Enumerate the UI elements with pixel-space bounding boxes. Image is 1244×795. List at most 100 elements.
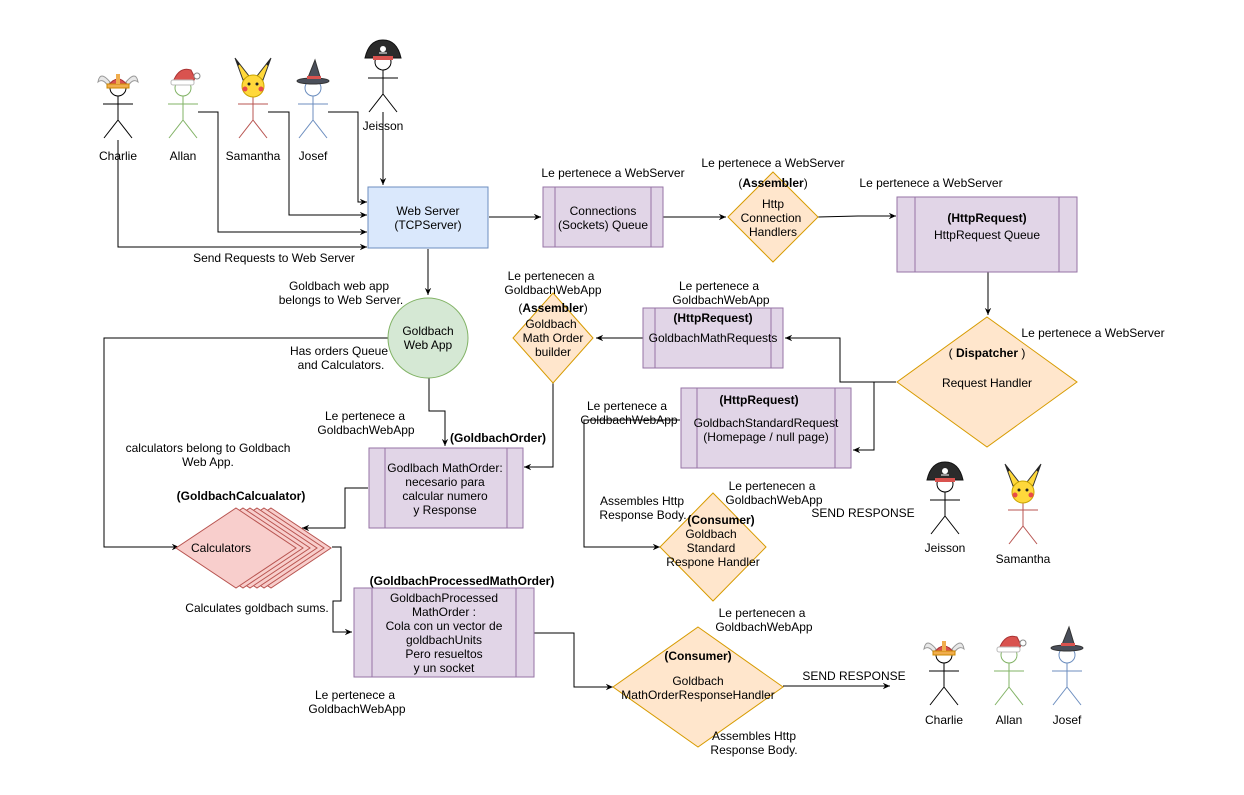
- actor-jeisson-mid: Jeisson: [925, 461, 965, 555]
- node-line: Connections: [570, 204, 637, 218]
- edge-samantha: [268, 111, 367, 219]
- node-line: Handlers: [749, 225, 797, 239]
- actor-josef-bottom: Josef: [1050, 626, 1084, 727]
- actor-label: Samantha: [996, 552, 1051, 566]
- actor-samantha: Samantha: [226, 57, 281, 163]
- goldbach-math-requests-node: (HttpRequest) GoldbachMathRequests: [642, 307, 784, 369]
- edge-webapp-order: [428, 378, 449, 446]
- annotation: GoldbachWebApp: [725, 493, 823, 507]
- edge-processed-mohandler: [534, 632, 613, 691]
- annotation: Le pertenece a WebServer: [1021, 326, 1164, 340]
- node-line: Math Order: [523, 331, 584, 345]
- node-line: Pero resueltos: [405, 647, 482, 661]
- annotation: Has orders Queue: [290, 344, 388, 358]
- node-tag: (GoldbachProcessedMathOrder): [370, 574, 555, 588]
- node-line: calcular numero: [402, 489, 488, 503]
- node-line: goldbachUnits: [406, 633, 482, 647]
- web-server-node: Web Server (TCPServer): [367, 186, 489, 249]
- annotation: Send Requests to Web Server: [193, 251, 355, 265]
- actor-label: Allan: [170, 149, 197, 163]
- edge-dispatcher-stdreq: [853, 381, 896, 454]
- annotation: Response Body.: [710, 743, 797, 757]
- annotation: GoldbachWebApp: [580, 413, 678, 427]
- edge-josef: [328, 111, 367, 206]
- node-tag: ( Dispatcher ): [949, 346, 1026, 360]
- actor-label: Samantha: [226, 149, 281, 163]
- node-line: GoldbachStandardRequest: [694, 416, 839, 430]
- node-tag: (Consumer): [664, 649, 731, 663]
- annotation: Le pertenece a WebServer: [701, 156, 844, 170]
- node-line: y un socket: [414, 661, 475, 675]
- node-label: GoldbachMathRequests: [649, 331, 778, 345]
- node-tag: (Consumer): [687, 513, 754, 527]
- edge-allan: [198, 111, 367, 236]
- node-line: MathOrderResponseHandler: [621, 688, 774, 702]
- annotation: Le pertenecen a: [729, 479, 816, 493]
- annotations: Send Requests to Web Server Le pertenece…: [126, 156, 1165, 757]
- edge-webapp-calcs: [103, 337, 388, 551]
- actor-label: Josef: [299, 149, 328, 163]
- node-line: necesario para: [405, 475, 485, 489]
- edge-handlers-queue: [817, 212, 896, 220]
- node-tag-close: ): [1018, 346, 1025, 360]
- annotation: GoldbachWebApp: [504, 283, 602, 297]
- node-line: Standard: [687, 541, 736, 555]
- node-line: (Homepage / null page): [703, 430, 828, 444]
- node-line: Connection: [741, 211, 802, 225]
- annotation: GoldbachWebApp: [308, 702, 406, 716]
- standard-response-handler-node: (Consumer) Goldbach Standard Respone Han…: [659, 492, 767, 602]
- annotation-open: (: [738, 176, 742, 190]
- annotation: GoldbachWebApp: [317, 423, 415, 437]
- http-connection-handlers-node: Http Connection Handlers: [727, 171, 819, 263]
- calculators-node: (GoldbachCalcualator) Calculators: [175, 489, 332, 589]
- node-line: Goldbach: [672, 674, 723, 688]
- annotation: and Calculators.: [298, 358, 385, 372]
- annotation: SEND RESPONSE: [811, 506, 914, 520]
- edge-charlie: [117, 140, 367, 251]
- node-line: Web Server: [396, 204, 459, 218]
- node-line: MathOrder :: [412, 605, 476, 619]
- node-tag: (HttpRequest): [719, 393, 798, 407]
- node-line: y Response: [413, 503, 477, 517]
- annotation: Response Body.: [599, 508, 686, 522]
- actor-label: Charlie: [925, 713, 963, 727]
- actor-allan-bottom: Allan: [993, 635, 1027, 727]
- node-tag-name: Dispatcher: [956, 346, 1018, 360]
- annotation: Assembles Http: [712, 729, 796, 743]
- actor-label: Allan: [996, 713, 1023, 727]
- node-line: GoldbachProcessed: [390, 591, 498, 605]
- node-line: Web App: [404, 338, 453, 352]
- edge-dispatcher-mathreq: [785, 334, 896, 383]
- math-order-builder-node: (Assembler) Goldbach Math Order builder: [512, 292, 594, 384]
- processed-math-order-node: (GoldbachProcessedMathOrder) GoldbachPro…: [353, 574, 555, 678]
- node-label: Calculators: [191, 541, 251, 555]
- annotation: Le pertenece a WebServer: [859, 176, 1002, 190]
- annotation: calculators belong to Goldbach: [126, 441, 291, 455]
- edge-builder-order: [524, 382, 554, 471]
- node-line: Respone Handler: [666, 555, 759, 569]
- node-line: Godlbach MathOrder:: [387, 461, 502, 475]
- actor-allan: Allan: [167, 68, 201, 163]
- node-line: Goldbach: [525, 317, 576, 331]
- annotation: Goldbach web app: [289, 279, 389, 293]
- node-tag: (HttpRequest): [673, 311, 752, 325]
- node-line: Goldbach: [402, 324, 453, 338]
- actor-samantha-mid: Samantha: [996, 463, 1051, 566]
- node-tag: (GoldbachCalcualator): [177, 489, 306, 503]
- annotation: Calculates goldbach sums.: [185, 601, 328, 615]
- annotation: Assembles Http: [600, 494, 684, 508]
- node-label: Request Handler: [942, 376, 1032, 390]
- edges: [103, 111, 992, 691]
- node-line: Goldbach: [685, 527, 736, 541]
- http-request-queue-node: (HttpRequest) HttpRequest Queue: [896, 196, 1078, 273]
- annotation: GoldbachWebApp: [672, 293, 770, 307]
- math-order-node: (GoldbachOrder) Godlbach MathOrder: nece…: [368, 431, 546, 529]
- node-tag: (Assembler): [518, 301, 587, 315]
- node-line: builder: [535, 345, 571, 359]
- edge-calcs-processed: [332, 546, 352, 636]
- annotation: Web App.: [182, 455, 234, 469]
- annotation: Le pertenece a: [679, 279, 759, 293]
- node-tag-name: Assembler: [522, 301, 584, 315]
